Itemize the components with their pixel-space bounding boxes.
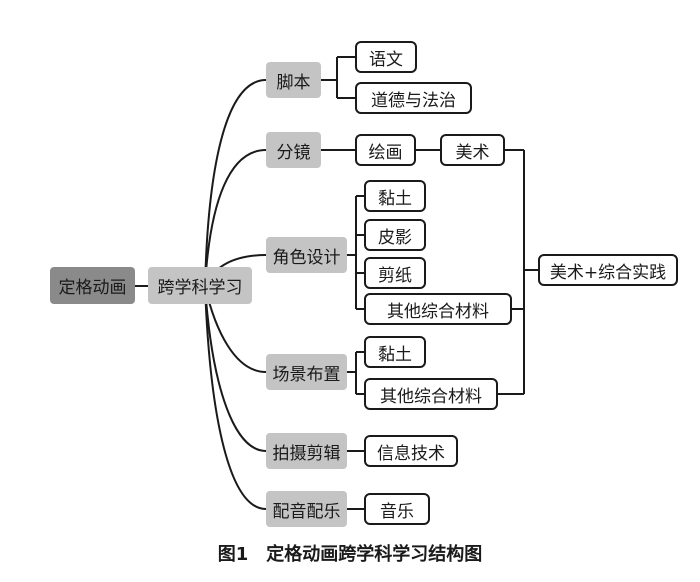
category-scene-setup: 场景布置 <box>266 354 347 390</box>
category-shooting-editing: 拍摄剪辑 <box>266 433 347 469</box>
subject-paper-cut: 剪纸 <box>364 257 426 289</box>
category-character-design: 角色设计 <box>266 237 347 273</box>
category-storyboard: 分镜 <box>266 132 321 168</box>
category-dubbing-music: 配音配乐 <box>266 491 347 527</box>
subject-shadow-puppet: 皮影 <box>364 219 426 251</box>
subject-music: 音乐 <box>364 493 430 525</box>
subject-clay-scene: 黏土 <box>364 336 426 368</box>
category-script: 脚本 <box>266 62 321 98</box>
subject-other-materials-scene: 其他综合材料 <box>364 378 498 410</box>
subject-info-tech: 信息技术 <box>364 435 458 467</box>
subject-other-materials-character: 其他综合材料 <box>364 293 512 325</box>
subject-morality-law: 道德与法治 <box>355 82 472 114</box>
subject-arts-practice: 美术+综合实践 <box>538 254 678 286</box>
root-node: 定格动画 <box>50 267 135 304</box>
subject-painting: 绘画 <box>355 134 416 166</box>
figure-caption: 图1 定格动画跨学科学习结构图 <box>217 544 483 565</box>
hub-node: 跨学科学习 <box>148 267 252 304</box>
subject-clay-character: 黏土 <box>364 180 426 212</box>
subject-fine-arts: 美术 <box>440 134 505 166</box>
subject-chinese: 语文 <box>355 41 417 73</box>
